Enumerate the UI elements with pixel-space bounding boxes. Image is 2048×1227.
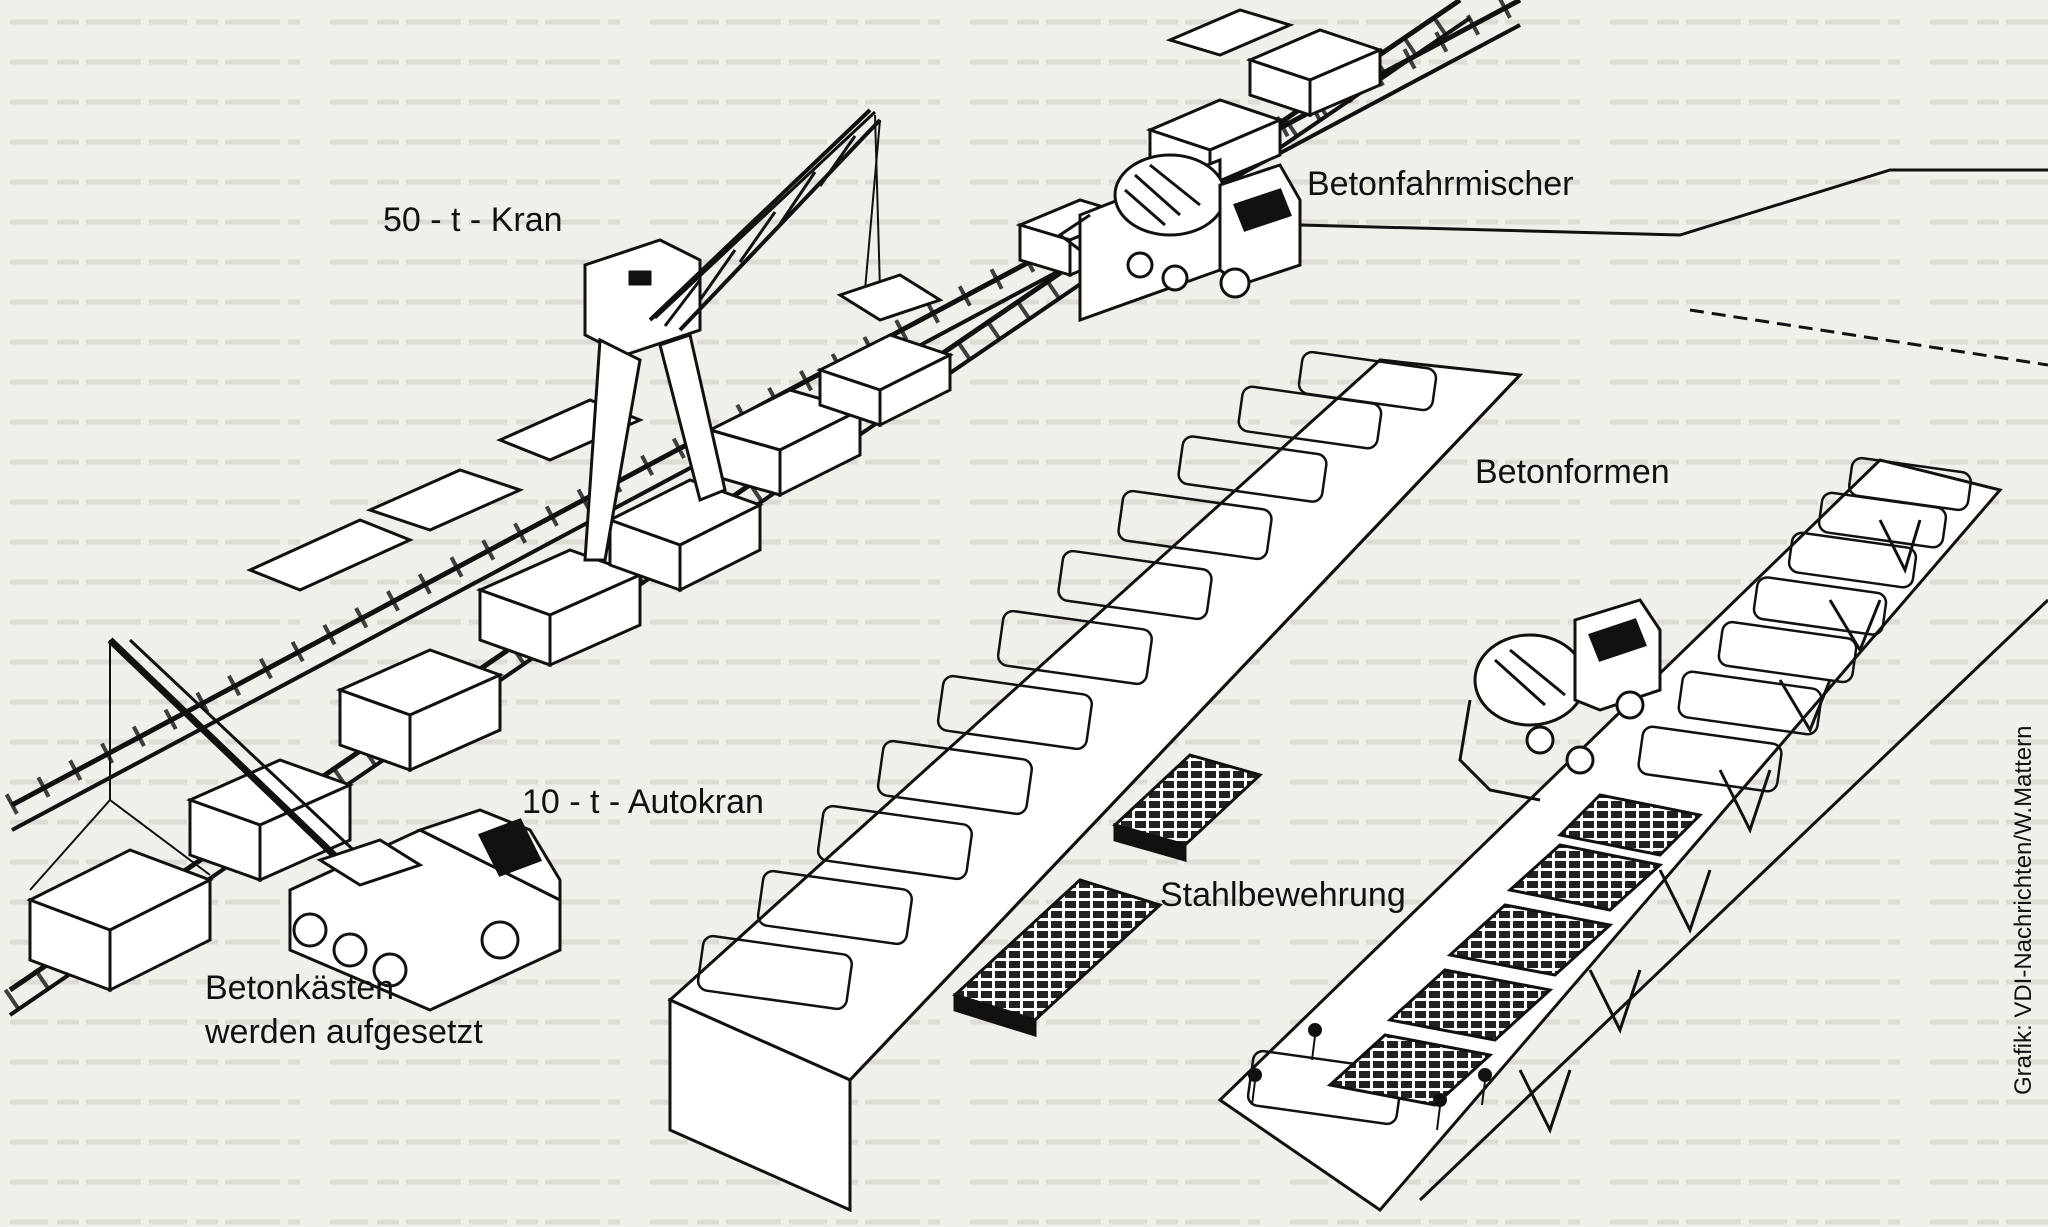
concrete-mixer-truck xyxy=(1057,153,1302,323)
mixer-truck-label: Betonfahrmischer xyxy=(1307,165,1574,203)
mobile-crane-label: 10 - t - Autokran xyxy=(522,783,764,821)
boxes-label-line2: werden aufgesetzt xyxy=(205,1013,483,1051)
mobile-crane-10t xyxy=(29,637,562,1012)
reinforcement-in-form xyxy=(1326,793,1704,1107)
pouring-mixer-truck xyxy=(1458,598,1662,802)
workers xyxy=(1248,1023,1492,1131)
gantry-crane-50t xyxy=(583,108,944,562)
crane-50t-label: 50 - t - Kran xyxy=(383,201,563,239)
reinforcement-label: Stahlbewehrung xyxy=(1160,876,1406,914)
steel-reinforcement-cages xyxy=(952,753,1263,1038)
forms-label: Betonformen xyxy=(1475,453,1670,491)
flat-slabs xyxy=(246,8,1295,592)
boxes-label-line1: Betonkästen xyxy=(205,969,395,1007)
form-side-ribs xyxy=(1518,519,1922,1134)
concrete-form-left xyxy=(667,350,1524,1213)
graphic-credit: Grafik: VDI-Nachrichten/W.Mattern xyxy=(2010,725,2037,1095)
